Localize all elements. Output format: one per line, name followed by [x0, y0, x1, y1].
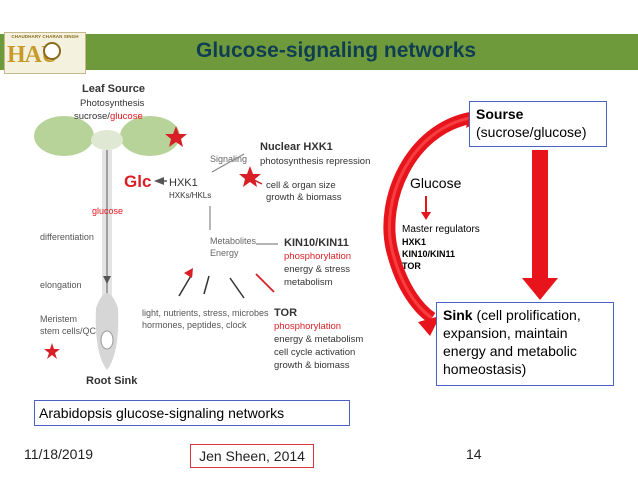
source-box: Sourse (sucrose/glucose) [469, 101, 607, 147]
star-icon [44, 343, 60, 359]
energy-metabolism-label: energy & metabolism [274, 334, 363, 345]
stimuli-label-2: hormones, peptides, clock [142, 320, 247, 330]
star-icon [184, 268, 193, 278]
header-bar [0, 34, 638, 70]
glucose-arrow-head [421, 212, 431, 220]
leaf-source-label: Leaf Source [82, 83, 145, 95]
growth-biomass-2-label: growth & biomass [274, 360, 350, 371]
hxk1-label: HXK1 [169, 177, 198, 189]
metabolism-label: metabolism [284, 277, 333, 288]
figure-caption: Arabidopsis glucose-signaling networks [34, 400, 350, 426]
stimuli-label-1: light, nutrients, stress, microbes [142, 308, 269, 318]
stem-cells-label: stem cells/QC [40, 326, 97, 336]
hxks-label: HXKs/HKLs [169, 191, 211, 200]
leaf-left-shape [34, 116, 94, 156]
signaling-label: Signaling [210, 154, 247, 164]
photo-repression-label: photosynthesis repression [260, 156, 370, 167]
cell-cycle-label: cell cycle activation [274, 347, 355, 358]
glucose-network-figure: Leaf Source Photosynthesis sucrose/ gluc… [34, 78, 376, 394]
sucrose-label: sucrose/ [74, 111, 110, 122]
logo-text: CHAUDHARY CHARAN SINGH [11, 34, 79, 39]
university-logo: CHAUDHARY CHARAN SINGH HAU [4, 32, 86, 74]
regulator-kin: KIN10/KIN11 [402, 249, 456, 259]
glucose-top-label: glucose [110, 111, 143, 122]
energy-label: Energy [210, 248, 239, 258]
nuclear-hxk1-label: Nuclear HXK1 [260, 141, 333, 153]
star-icon [165, 126, 187, 147]
kin-label: KIN10/KIN11 [284, 237, 349, 249]
energy-stress-label: energy & stress [284, 264, 350, 275]
straight-arrow-shaft [532, 150, 548, 280]
glc-label: Glc [124, 172, 151, 191]
elongation-label: elongation [40, 280, 82, 290]
star-icon [239, 166, 261, 187]
leaf-right-shape [120, 116, 180, 156]
glucose-stem-label: glucose [92, 206, 123, 216]
root-sink-label: Root Sink [86, 375, 138, 387]
differentiation-label: differentiation [40, 232, 94, 242]
glucose-label: Glucose [410, 175, 462, 191]
cell-organ-label: cell & organ size [266, 180, 336, 191]
tor-phosphorylation-label: phosphorylation [274, 321, 341, 332]
regulator-tor: TOR [402, 261, 421, 271]
tor-label: TOR [274, 307, 297, 319]
master-regulators: Master regulators HXK1 KIN10/KIN11 TOR [402, 224, 480, 272]
curved-arrow-shape [383, 112, 472, 323]
photosynthesis-label: Photosynthesis [80, 98, 145, 109]
slide-title: Glucose-signaling networks [196, 39, 477, 62]
slide-number: 14 [466, 446, 482, 462]
phosphorylation-label: phosphorylation [284, 251, 351, 262]
straight-arrow-head [522, 278, 558, 300]
sink-box: Sink (cell prolification, expansion, mai… [436, 302, 614, 386]
master-title: Master regulators [402, 224, 480, 235]
sink-label: Sink [443, 307, 473, 323]
source-label: Sourse [476, 106, 524, 122]
metabolites-label: Metabolites [210, 236, 257, 246]
source-detail: (sucrose/glucose) [476, 124, 587, 140]
logo-seal-icon [43, 42, 61, 60]
regulator-hxk1: HXK1 [402, 237, 427, 247]
meristem-label: Meristem [40, 314, 77, 324]
growth-biomass-label: growth & biomass [266, 192, 342, 203]
author-citation: Jen Sheen, 2014 [190, 444, 314, 468]
sink-detail: (cell prolification, expansion, maintain… [443, 307, 581, 377]
slide-date: 11/18/2019 [24, 446, 94, 462]
